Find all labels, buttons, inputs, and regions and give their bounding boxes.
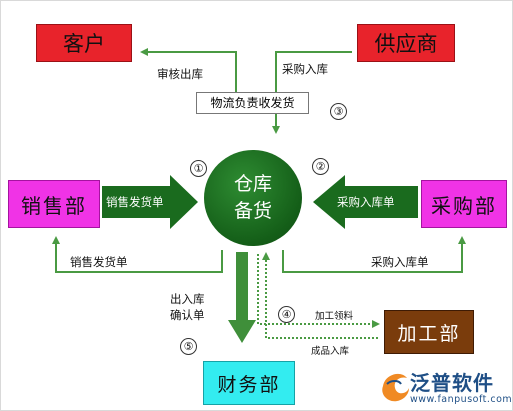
sales-order-arrow-label: 销售发货单 xyxy=(106,195,164,209)
step-2-marker: ② xyxy=(312,158,329,175)
warehouse-node: 仓库 备货 xyxy=(204,150,302,246)
processing-pick-line xyxy=(257,254,380,328)
logo-url: www.fanpusoft.com xyxy=(410,394,513,405)
out-confirm-label-2: 确认单 xyxy=(170,308,205,322)
supplier-node: 供应商 xyxy=(357,24,455,62)
purchase-in-bottom-label: 采购入库单 xyxy=(371,255,429,269)
audit-out-label: 审核出库 xyxy=(157,67,203,81)
purchase-in-return-line xyxy=(282,236,466,273)
customer-node: 客户 xyxy=(36,24,132,62)
processing-dept-node: 加工部 xyxy=(384,310,474,354)
purchase-in-top-label: 采购入库 xyxy=(282,62,328,76)
sales-order-return-line xyxy=(52,236,223,273)
step-4-marker: ④ xyxy=(278,306,295,323)
step-3-marker: ③ xyxy=(330,103,347,120)
warehouse-line2: 备货 xyxy=(233,200,272,222)
out-confirm-label-1: 出入库 xyxy=(170,292,205,306)
sales-order-bottom-label: 销售发货单 xyxy=(70,255,128,269)
sales-dept-node: 销售部 xyxy=(8,180,100,228)
sales-to-warehouse-arrow xyxy=(102,175,198,229)
step-5-marker: ⑤ xyxy=(180,338,197,355)
finished-in-line xyxy=(262,252,378,339)
audit-out-line xyxy=(140,48,237,92)
finished-in-label: 成品入库 xyxy=(311,346,350,357)
finance-dept-node: 财务部 xyxy=(203,361,295,405)
warehouse-line1: 仓库 xyxy=(233,173,272,195)
purchase-to-warehouse-arrow xyxy=(313,175,418,229)
purchase-order-arrow-label: 采购入库单 xyxy=(337,195,395,209)
processing-pick-label: 加工领料 xyxy=(315,311,354,322)
warehouse-to-finance-arrow xyxy=(228,252,256,343)
logo-name: 泛普软件 xyxy=(410,371,494,395)
purchase-dept-node: 采购部 xyxy=(421,180,507,228)
step-1-marker: ① xyxy=(190,160,207,177)
logistics-box: 物流负责收发货 xyxy=(196,92,309,114)
fanpu-logo-icon xyxy=(382,373,409,402)
